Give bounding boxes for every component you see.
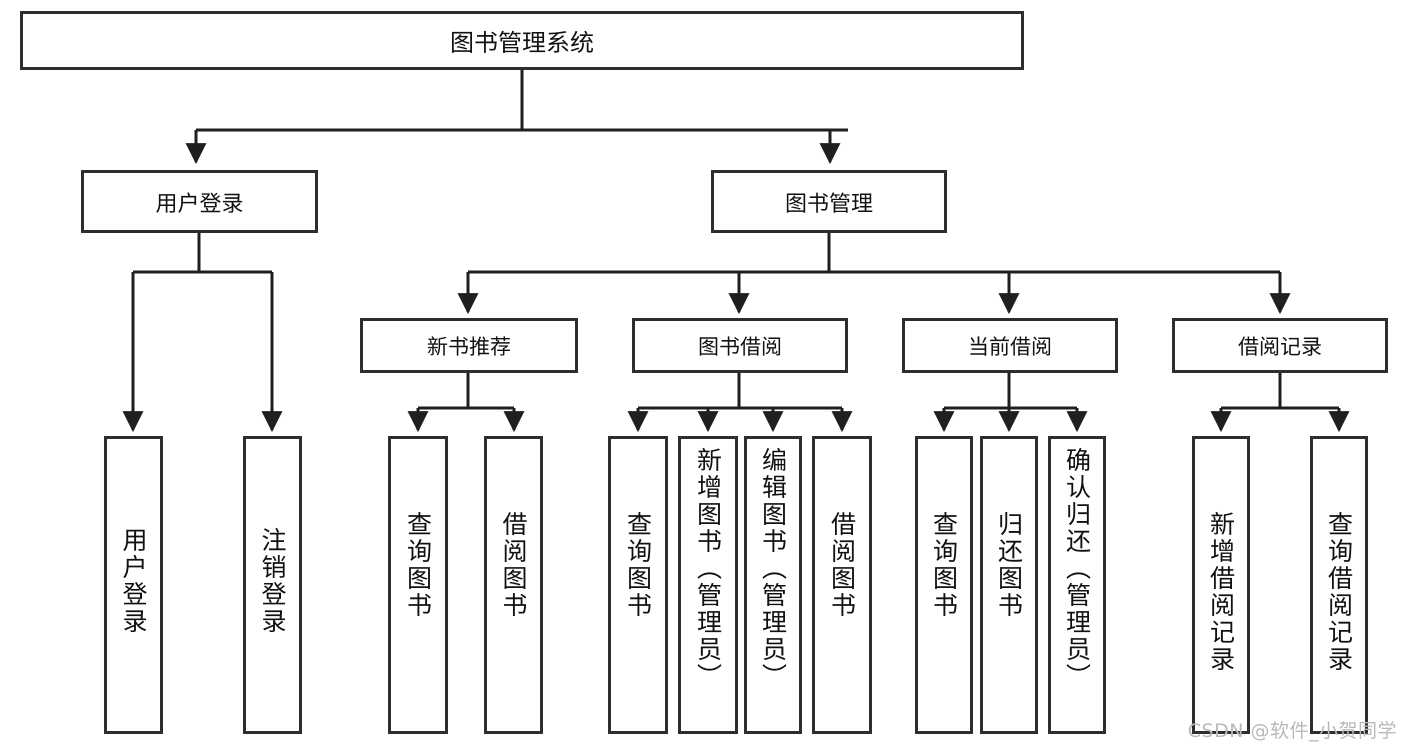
leaf-user-login-logout[interactable]: 注销登录 (243, 436, 302, 734)
leaf-user-login-login[interactable]: 用户登录 (104, 436, 163, 734)
node-borrow-records[interactable]: 借阅记录 (1172, 318, 1388, 373)
node-label: 用户登录 (155, 191, 244, 217)
leaf-label: 注销登录 (258, 527, 287, 635)
node-book-borrow[interactable]: 图书借阅 (632, 318, 848, 373)
leaf-borrow-edit-book-admin[interactable]: 编辑图书（管理员） (744, 436, 802, 734)
leaf-label: 借阅图书 (499, 511, 528, 619)
leaf-current-query-book[interactable]: 查询图书 (915, 436, 973, 734)
node-label: 借阅记录 (1238, 334, 1322, 359)
leaf-label: 借阅图书 (827, 511, 857, 619)
node-label: 图书管理 (784, 191, 873, 217)
leaf-borrow-borrow-book[interactable]: 借阅图书 (812, 436, 872, 734)
leaf-label: 查询图书 (929, 511, 959, 619)
node-new-book-recommend[interactable]: 新书推荐 (360, 318, 578, 373)
leaf-label: 确认归还（管理员） (1062, 447, 1092, 690)
leaf-label: 查询借阅记录 (1324, 511, 1354, 673)
leaf-label: 新增图书（管理员） (693, 447, 723, 690)
leaf-records-query-record[interactable]: 查询借阅记录 (1310, 436, 1368, 734)
node-book-management[interactable]: 图书管理 (711, 170, 947, 233)
leaf-new-book-borrow[interactable]: 借阅图书 (484, 436, 543, 734)
node-root-system[interactable]: 图书管理系统 (20, 11, 1024, 70)
leaf-borrow-query-book[interactable]: 查询图书 (608, 436, 668, 734)
node-user-login[interactable]: 用户登录 (81, 170, 318, 233)
leaf-label: 查询图书 (403, 511, 433, 619)
leaf-label: 查询图书 (623, 511, 653, 619)
csdn-watermark: CSDN @软件_小贺同学 (1187, 720, 1397, 742)
leaf-label: 新增借阅记录 (1206, 511, 1236, 673)
leaf-label: 归还图书 (994, 511, 1024, 619)
node-label: 图书借阅 (698, 334, 782, 359)
node-current-borrow[interactable]: 当前借阅 (902, 318, 1118, 373)
leaf-label: 用户登录 (119, 527, 148, 635)
leaf-records-add-record[interactable]: 新增借阅记录 (1192, 436, 1250, 734)
node-label: 图书管理系统 (450, 29, 594, 57)
leaf-current-return-book[interactable]: 归还图书 (980, 436, 1038, 734)
leaf-borrow-add-book-admin[interactable]: 新增图书（管理员） (678, 436, 738, 734)
node-label: 当前借阅 (968, 334, 1052, 359)
leaf-label: 编辑图书（管理员） (758, 447, 788, 690)
node-label: 新书推荐 (427, 334, 511, 359)
leaf-current-confirm-return-admin[interactable]: 确认归还（管理员） (1048, 436, 1106, 734)
leaf-new-book-query[interactable]: 查询图书 (388, 436, 448, 734)
